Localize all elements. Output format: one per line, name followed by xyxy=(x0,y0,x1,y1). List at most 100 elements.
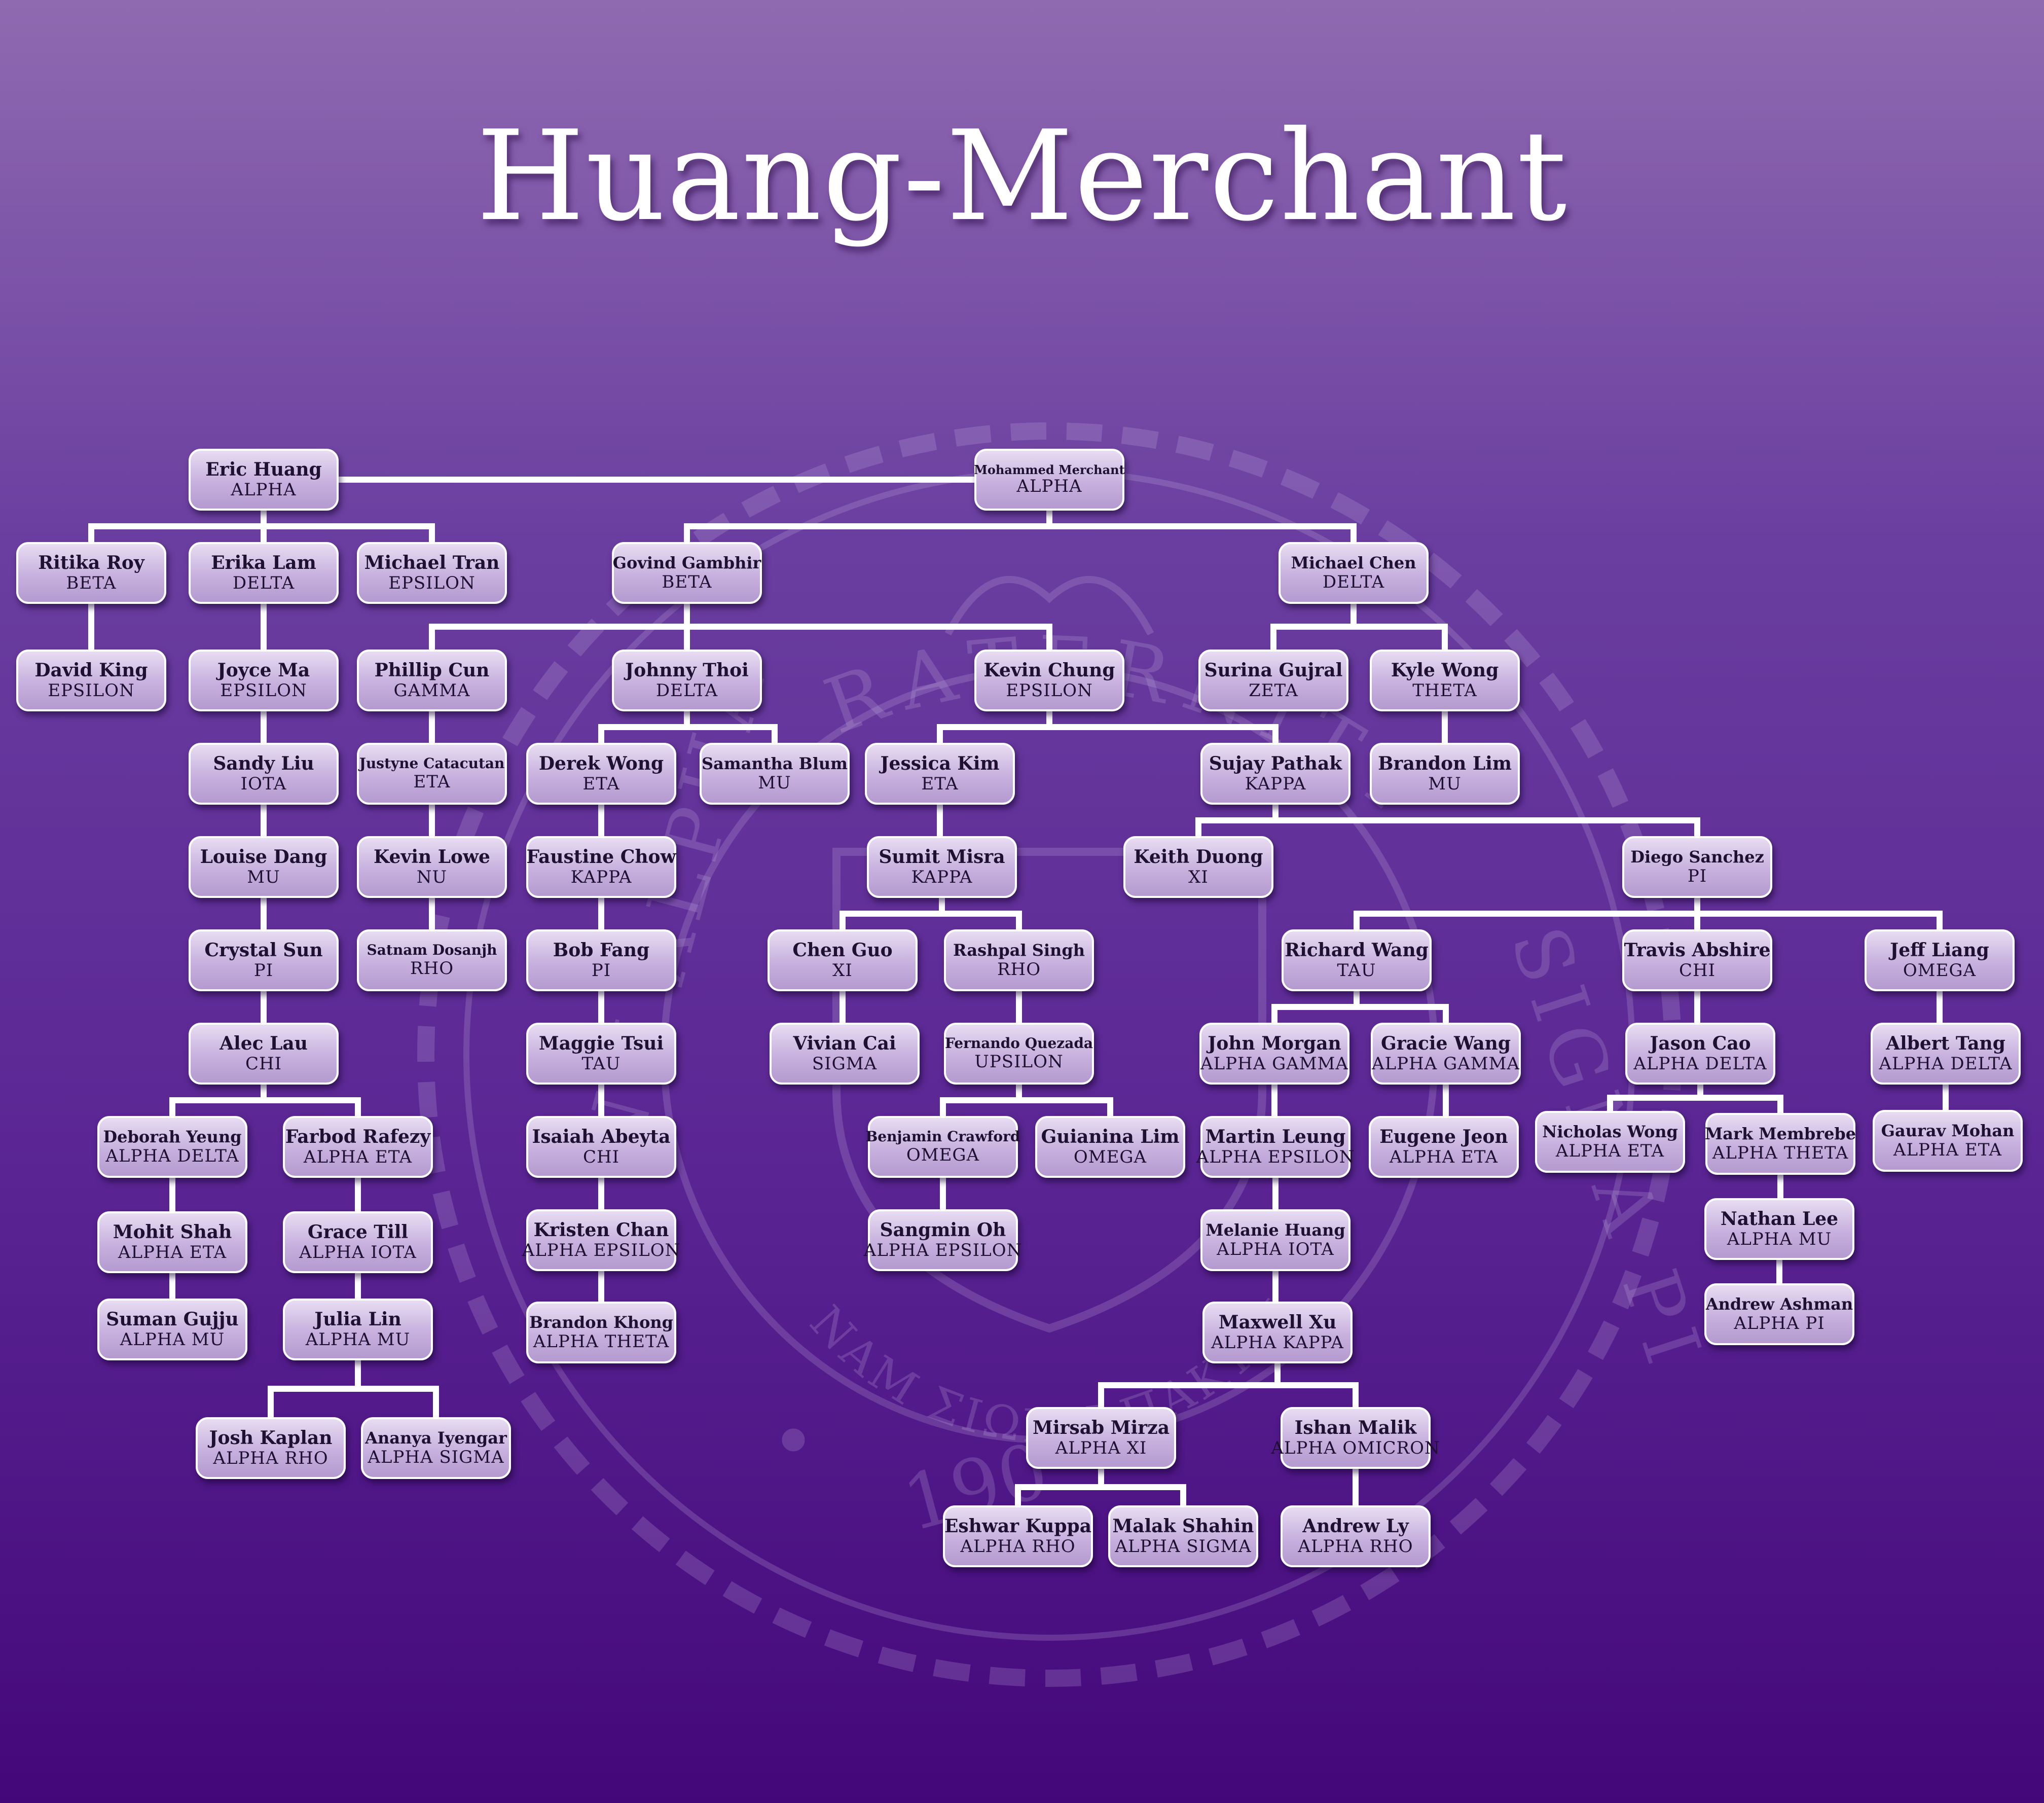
member-name: Fernando Quezada xyxy=(944,1035,1093,1052)
seal-dot-left xyxy=(782,1428,805,1452)
member-name: Brandon Khong xyxy=(529,1313,674,1332)
member-chapter: CHI xyxy=(245,1054,282,1074)
member-name: Grace Till xyxy=(307,1221,409,1243)
member-name: Bob Fang xyxy=(553,939,650,961)
member-chapter: RHO xyxy=(997,959,1041,980)
member-name: Isaiah Abeyta xyxy=(532,1126,671,1147)
member-name: Mirsab Mirza xyxy=(1032,1417,1170,1438)
member-chapter: ALPHA OMICRON xyxy=(1271,1438,1440,1459)
member-name: Kevin Lowe xyxy=(374,846,490,868)
member-name: Eugene Jeon xyxy=(1379,1126,1508,1147)
member-chapter: ALPHA RHO xyxy=(213,1448,328,1469)
member-chapter: ALPHA IOTA xyxy=(1217,1239,1334,1259)
member-chapter: ALPHA MU xyxy=(305,1329,411,1350)
member-name: Albert Tang xyxy=(1886,1032,2005,1054)
member-chapter: IOTA xyxy=(240,774,287,795)
member-chapter: ALPHA XI xyxy=(1055,1438,1147,1459)
member-name: Melanie Huang xyxy=(1206,1220,1345,1240)
member-name: Ananya Iyengar xyxy=(365,1428,507,1448)
member-name: Eshwar Kuppa xyxy=(944,1515,1092,1537)
member-chapter: ALPHA DELTA xyxy=(1633,1054,1767,1074)
member-name: Keith Duong xyxy=(1134,846,1263,868)
member-chapter: BETA xyxy=(662,571,712,592)
member-name: Andrew Ashman xyxy=(1705,1294,1853,1314)
member-name: Rashpal Singh xyxy=(953,941,1085,960)
member-name: Travis Abshire xyxy=(1624,939,1771,961)
member-chapter: KAPPA xyxy=(911,867,973,888)
